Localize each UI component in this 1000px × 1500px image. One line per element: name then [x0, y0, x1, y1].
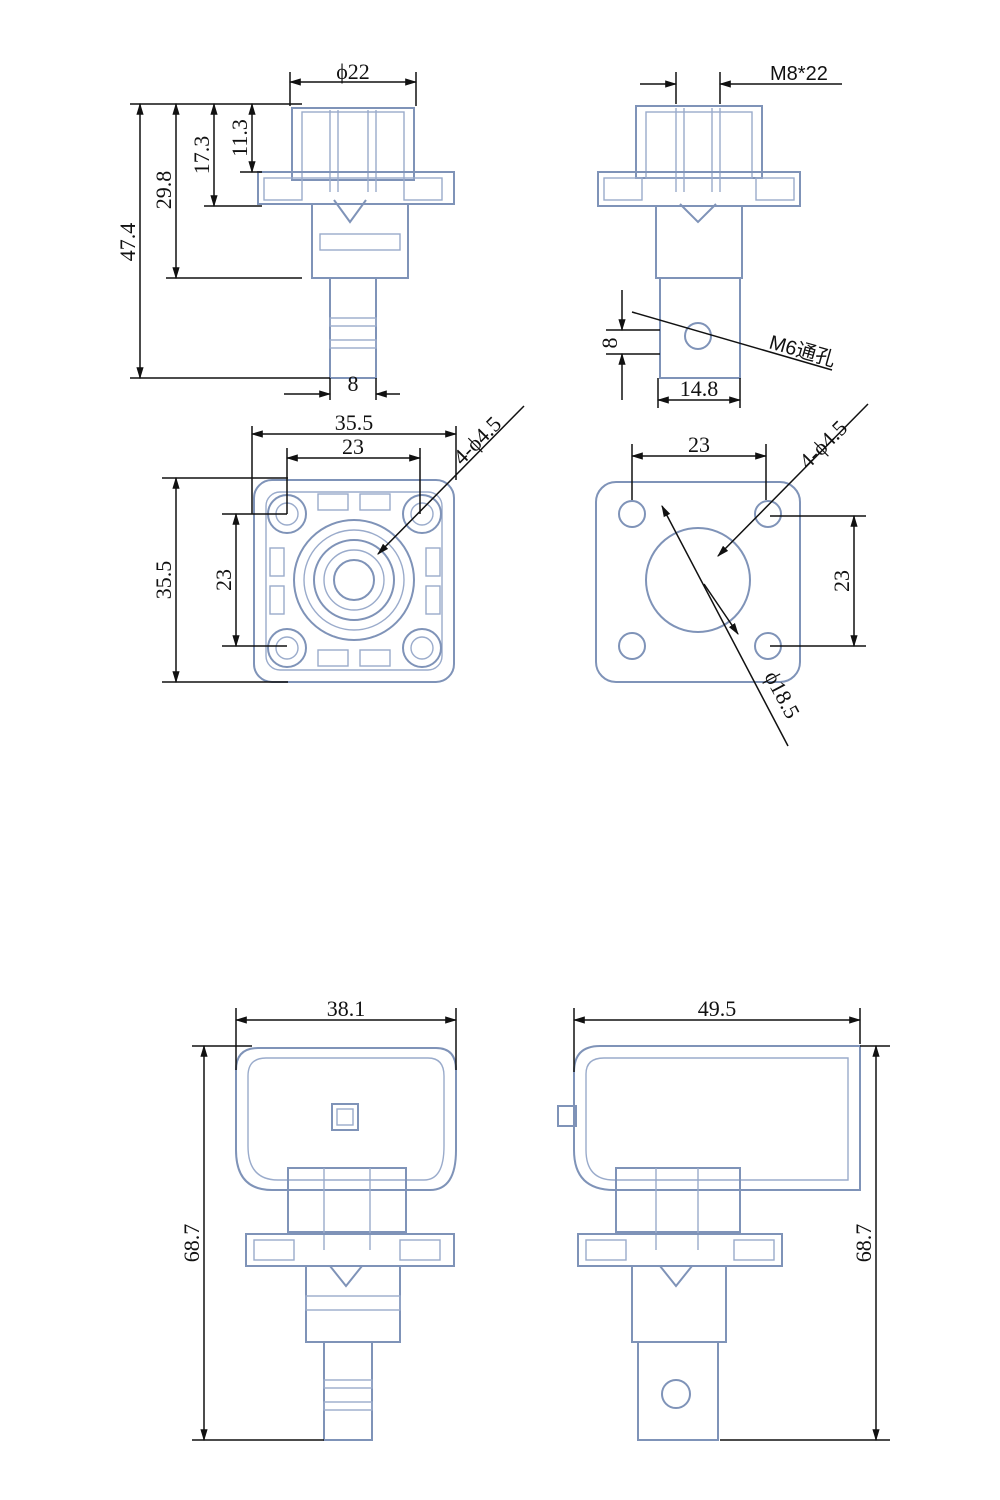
label-through-hole: M6通孔 — [767, 331, 839, 372]
dim-hole-height: 8 — [597, 338, 622, 349]
cover-side-dims: 49.5 68.7 — [572, 996, 890, 1442]
cover-front-part — [235, 1047, 457, 1441]
dim-outer-height: 35.5 — [151, 561, 176, 600]
dim-hole-spacing-x: 23 — [342, 434, 364, 459]
cover-front-dims: 38.1 68.7 — [179, 996, 458, 1442]
dim-cover-width: 38.1 — [327, 996, 366, 1021]
cover-side-view: 49.5 68.7 — [557, 996, 890, 1442]
flange-view-part — [595, 481, 801, 683]
side-view-dims: ϕ22 47.4 29.8 17.3 11.3 8 — [115, 59, 418, 400]
front-view: M8*22 M6通孔 8 14.8 — [597, 63, 842, 408]
dim-body-height: 29.8 — [151, 171, 176, 210]
cover-front-view: 38.1 68.7 — [179, 996, 458, 1442]
dim-cover-side-height: 68.7 — [851, 1224, 876, 1263]
front-view-part — [597, 105, 801, 379]
cover-side-part — [557, 1045, 861, 1441]
side-view: ϕ22 47.4 29.8 17.3 11.3 8 — [115, 59, 455, 400]
dim-stud-width: 8 — [348, 371, 359, 396]
bottom-view-part — [253, 479, 455, 683]
dim-blade-width: 14.8 — [680, 376, 719, 401]
side-view-part — [257, 107, 455, 379]
dim-thread: M8*22 — [770, 63, 828, 85]
dim-total-height: 47.4 — [115, 223, 140, 262]
dim-head-diameter: ϕ22 — [336, 59, 370, 84]
dim-cover-side-width: 49.5 — [698, 996, 737, 1021]
label-flange-mount-holes: 4-ϕ4.5 — [794, 415, 852, 473]
bottom-view: 35.5 23 35.5 23 4-ϕ4.5 — [151, 405, 525, 684]
dim-cover-height: 68.7 — [179, 1224, 204, 1263]
flange-view: 23 23 4-ϕ4.5 ϕ18.5 — [595, 403, 869, 747]
dim-flange-height: 17.3 — [189, 136, 214, 175]
dim-cap-height: 11.3 — [227, 119, 252, 157]
dim-flange-hole-spacing-y: 23 — [829, 570, 854, 592]
dim-center-diameter: ϕ18.5 — [760, 667, 806, 723]
dim-hole-spacing-y: 23 — [211, 569, 236, 591]
dim-outer-width: 35.5 — [335, 410, 374, 435]
dim-flange-hole-spacing-x: 23 — [688, 432, 710, 457]
